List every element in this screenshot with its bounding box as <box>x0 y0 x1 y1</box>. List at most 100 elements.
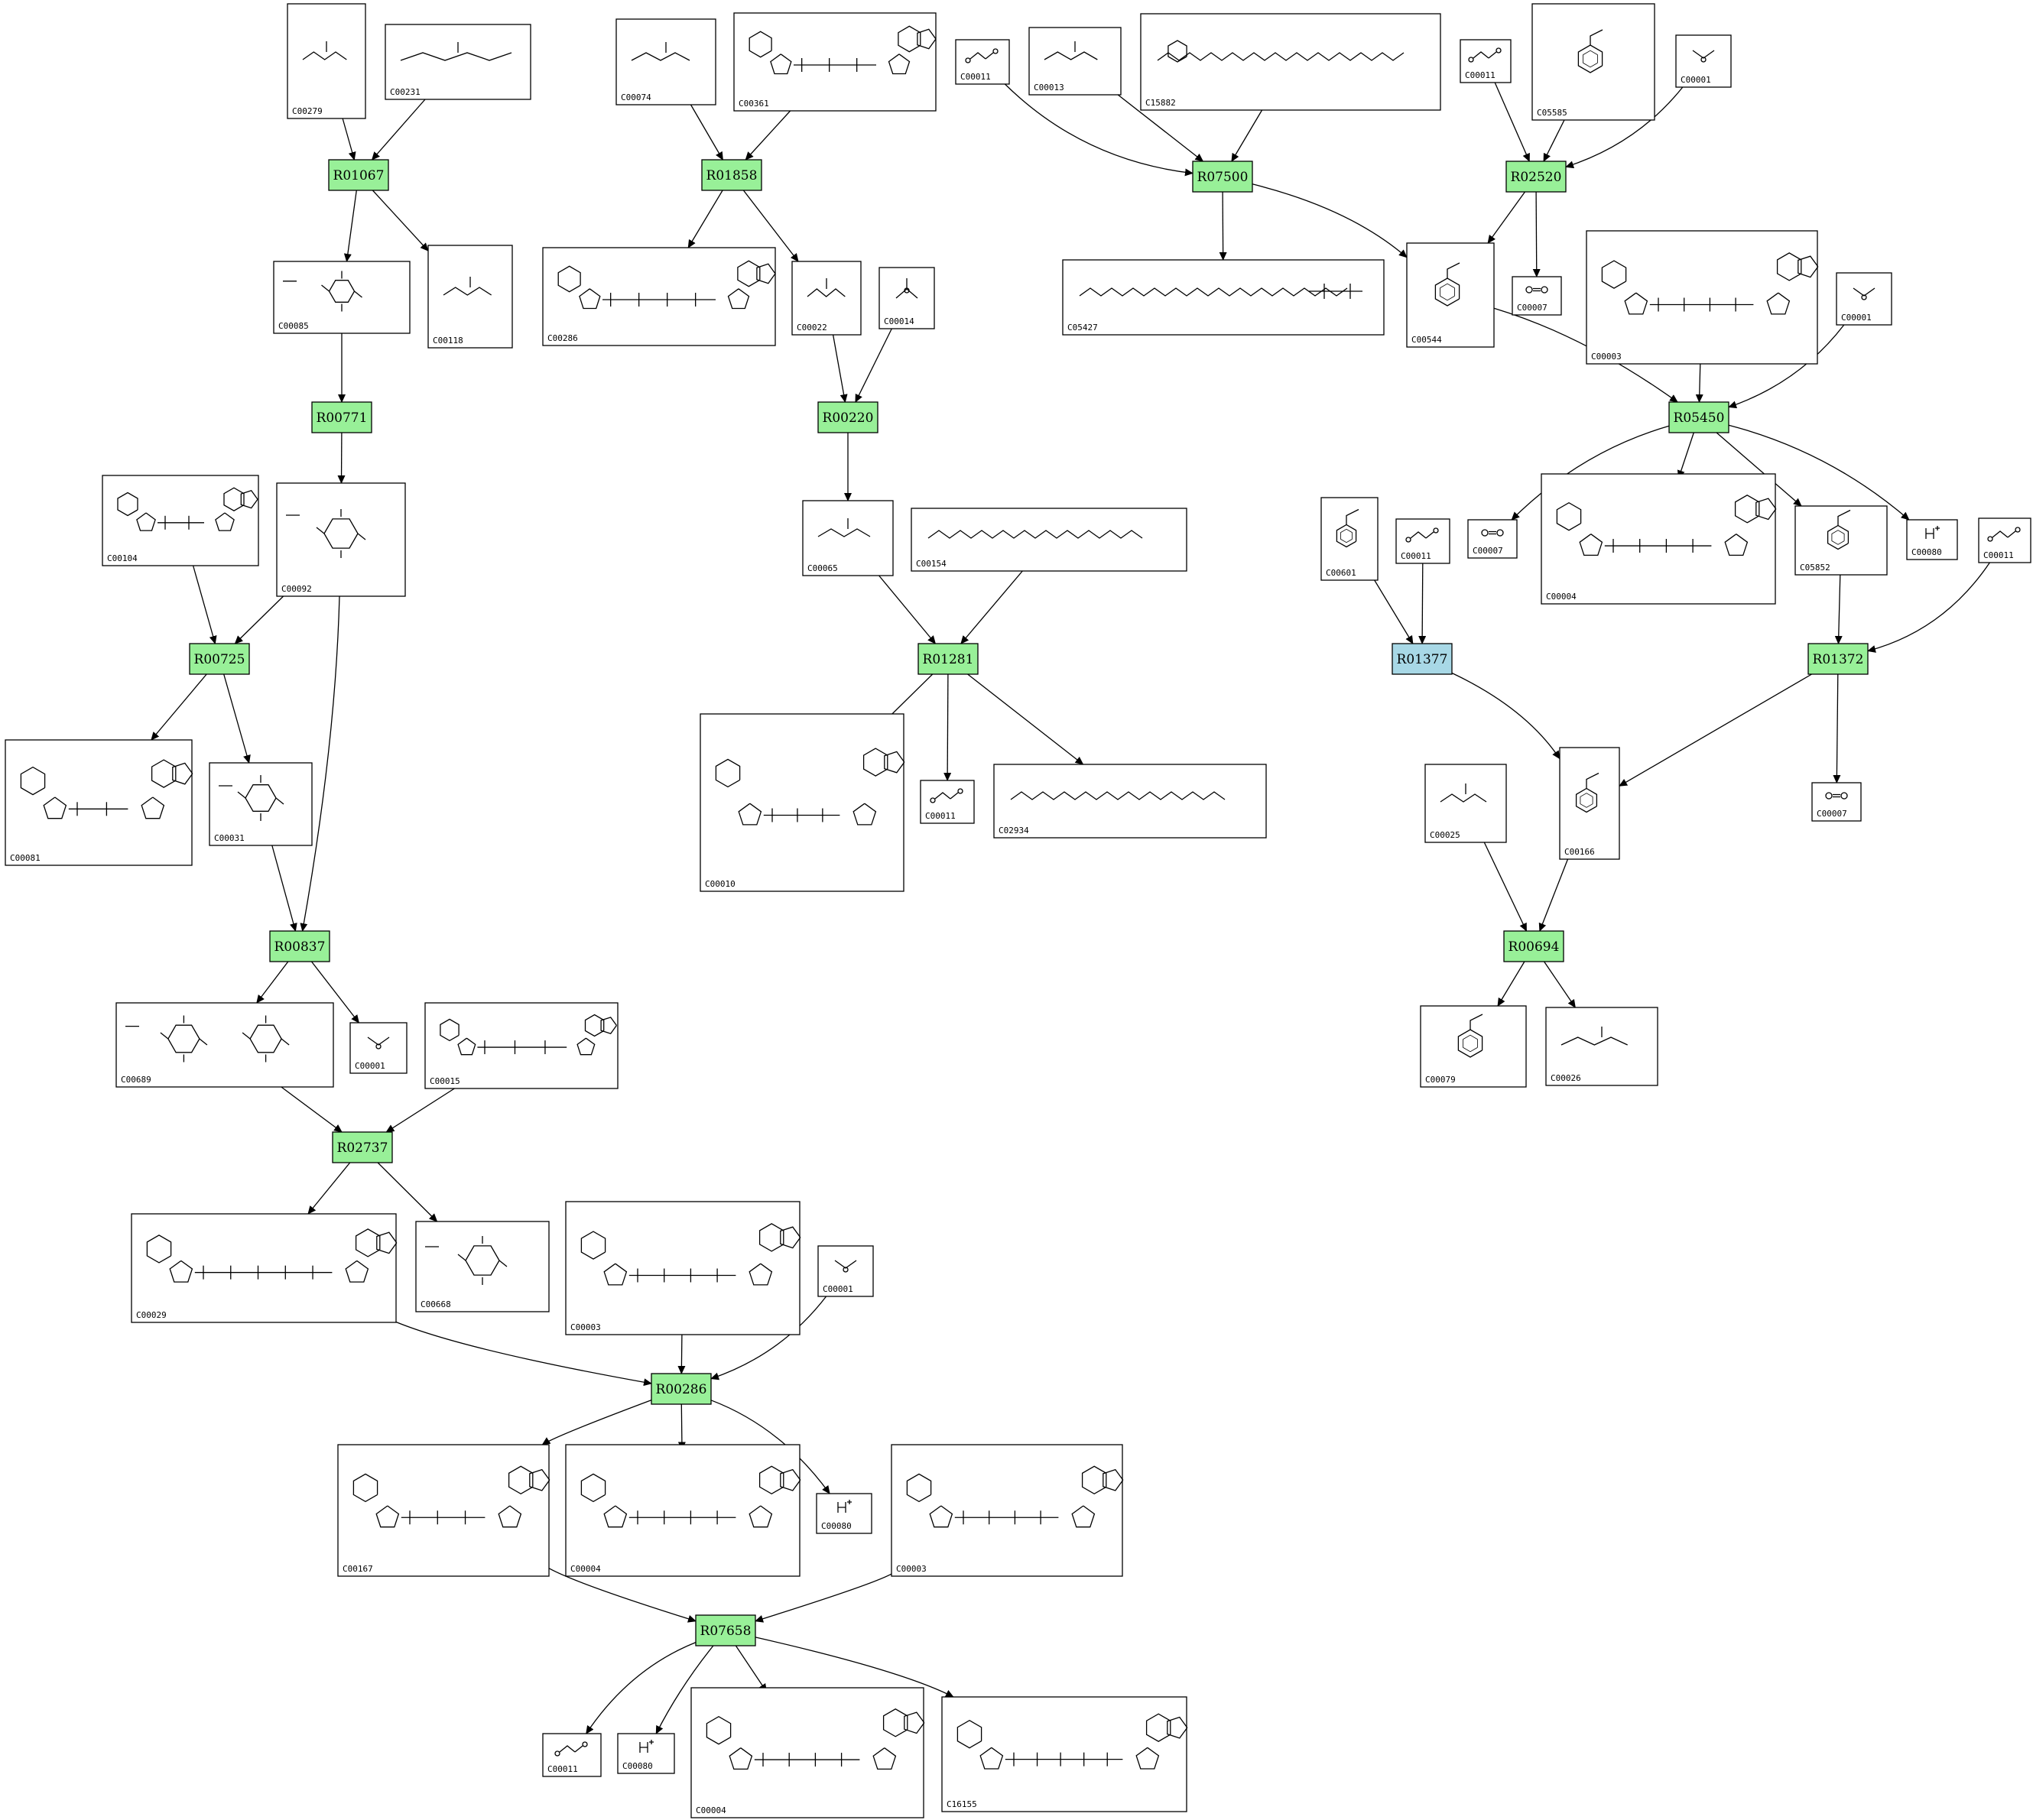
compound-node[interactable]: C00361 <box>733 12 937 112</box>
compound-node[interactable]: C00085 <box>273 261 411 334</box>
reaction-node[interactable]: R00771 <box>311 401 372 433</box>
compound-node[interactable]: C00001 <box>349 1022 408 1074</box>
compound-box[interactable] <box>920 780 975 824</box>
reaction-box[interactable] <box>917 643 979 675</box>
reaction-box[interactable] <box>701 159 762 191</box>
compound-node[interactable]: C00080 <box>816 1493 872 1534</box>
compound-box[interactable] <box>802 500 894 576</box>
reaction-node[interactable]: R07500 <box>1192 161 1253 193</box>
compound-box[interactable] <box>542 1733 602 1777</box>
reaction-box[interactable] <box>269 930 330 962</box>
compound-box[interactable] <box>1541 473 1776 605</box>
compound-node[interactable]: C00025 <box>1424 764 1507 843</box>
compound-box[interactable] <box>700 713 904 892</box>
compound-node[interactable]: C00007 <box>1512 276 1562 316</box>
compound-node[interactable]: C00013 <box>1028 27 1122 96</box>
compound-node[interactable]: C00118 <box>427 245 513 349</box>
compound-box[interactable] <box>1531 3 1655 121</box>
reaction-box[interactable] <box>695 1614 756 1646</box>
compound-box[interactable] <box>955 39 1010 85</box>
compound-node[interactable]: C02934 <box>993 764 1267 839</box>
compound-node[interactable]: C00166 <box>1559 747 1620 860</box>
reaction-box[interactable] <box>328 159 389 191</box>
compound-box[interactable] <box>1028 27 1122 96</box>
reaction-box[interactable] <box>332 1131 393 1163</box>
reaction-node[interactable]: R00725 <box>189 643 250 675</box>
compound-box[interactable] <box>1794 505 1888 576</box>
compound-box[interactable] <box>791 261 862 336</box>
compound-box[interactable] <box>1545 1007 1658 1086</box>
compound-box[interactable] <box>615 18 716 105</box>
compound-box[interactable] <box>287 3 366 119</box>
reaction-node[interactable]: R05450 <box>1668 401 1729 433</box>
reaction-box[interactable] <box>1192 161 1253 193</box>
compound-node[interactable]: C00081 <box>5 739 193 866</box>
reaction-node[interactable]: R01281 <box>917 643 979 675</box>
compound-node[interactable]: C00104 <box>102 475 259 566</box>
compound-node[interactable]: C00010 <box>700 713 905 892</box>
reaction-box[interactable] <box>817 401 878 433</box>
compound-box[interactable] <box>1406 242 1495 348</box>
compound-node[interactable]: C00001 <box>1836 272 1892 326</box>
reaction-node[interactable]: R00286 <box>651 1373 712 1405</box>
compound-box[interactable] <box>424 1002 619 1089</box>
compound-box[interactable] <box>1906 519 1958 560</box>
compound-node[interactable]: C00007 <box>1467 519 1518 559</box>
compound-node[interactable]: C00011 <box>920 780 975 824</box>
compound-box[interactable] <box>1512 276 1562 316</box>
compound-node[interactable]: C00286 <box>542 247 776 346</box>
compound-box[interactable] <box>891 1444 1123 1577</box>
reaction-node[interactable]: R02520 <box>1505 161 1567 193</box>
compound-node[interactable]: C00001 <box>1675 34 1732 88</box>
compound-box[interactable] <box>878 267 935 329</box>
compound-box[interactable] <box>1320 497 1379 581</box>
compound-box[interactable] <box>1675 34 1732 88</box>
compound-node[interactable]: C00154 <box>911 508 1187 572</box>
compound-box[interactable] <box>115 1002 334 1088</box>
compound-box[interactable] <box>1140 13 1441 111</box>
compound-box[interactable] <box>565 1444 801 1577</box>
compound-box[interactable] <box>1811 782 1862 822</box>
compound-node[interactable]: C05427 <box>1062 259 1385 336</box>
compound-node[interactable]: C00279 <box>287 3 366 119</box>
compound-box[interactable] <box>816 1493 872 1534</box>
compound-box[interactable] <box>733 12 937 112</box>
reaction-node[interactable]: R00837 <box>269 930 330 962</box>
reaction-box[interactable] <box>1668 401 1729 433</box>
compound-box[interactable] <box>1978 517 2031 563</box>
compound-node[interactable]: C00668 <box>415 1221 550 1312</box>
compound-node[interactable]: C00065 <box>802 500 894 576</box>
compound-box[interactable] <box>617 1733 675 1774</box>
compound-box[interactable] <box>941 1696 1187 1812</box>
compound-box[interactable] <box>911 508 1187 572</box>
compound-node[interactable]: C05585 <box>1531 3 1655 121</box>
compound-box[interactable] <box>1062 259 1385 336</box>
compound-node[interactable]: C00074 <box>615 18 716 105</box>
reaction-box[interactable] <box>1505 161 1567 193</box>
compound-node[interactable]: C00031 <box>209 762 313 846</box>
reaction-node[interactable]: R01377 <box>1392 643 1453 675</box>
compound-node[interactable]: C00004 <box>565 1444 801 1577</box>
compound-node[interactable]: C00080 <box>1906 519 1958 560</box>
compound-node[interactable]: C00011 <box>542 1733 602 1777</box>
reaction-box[interactable] <box>1807 643 1869 675</box>
compound-box[interactable] <box>817 1245 874 1297</box>
compound-node[interactable]: C00007 <box>1811 782 1862 822</box>
compound-node[interactable]: C00004 <box>1541 473 1777 605</box>
reaction-box[interactable] <box>189 643 250 675</box>
reaction-node[interactable]: R01372 <box>1807 643 1869 675</box>
compound-box[interactable] <box>1424 764 1507 843</box>
compound-node[interactable]: C00079 <box>1420 1005 1527 1088</box>
compound-box[interactable] <box>690 1687 924 1818</box>
reaction-node[interactable]: R01858 <box>701 159 762 191</box>
compound-node[interactable]: C05852 <box>1794 505 1888 576</box>
compound-box[interactable] <box>385 24 531 100</box>
compound-node[interactable]: C00022 <box>791 261 862 336</box>
compound-box[interactable] <box>276 482 406 597</box>
compound-box[interactable] <box>349 1022 408 1074</box>
compound-node[interactable]: C00014 <box>878 267 935 329</box>
compound-box[interactable] <box>102 475 259 566</box>
compound-node[interactable]: C00689 <box>115 1002 334 1088</box>
compound-node[interactable]: C00011 <box>1978 517 2031 563</box>
compound-node[interactable]: C00080 <box>617 1733 675 1774</box>
